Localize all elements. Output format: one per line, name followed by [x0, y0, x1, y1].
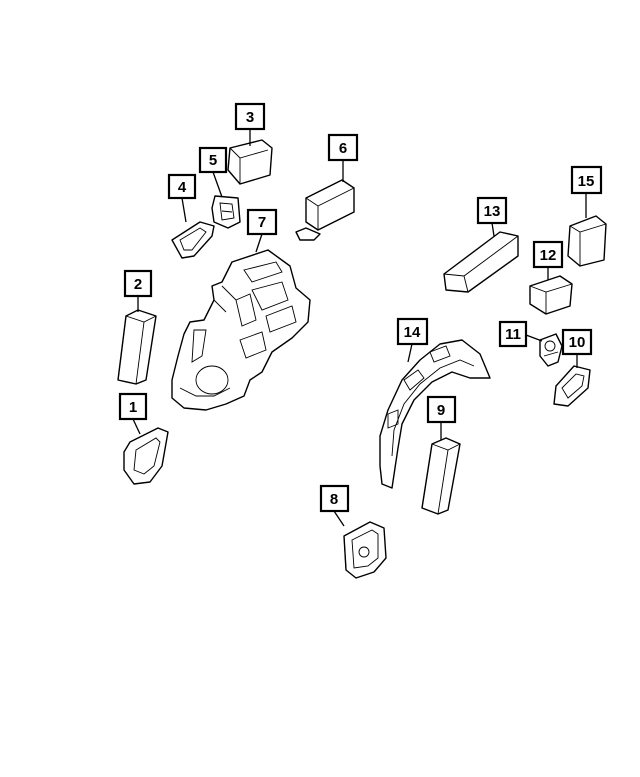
- callout-7: 7: [246, 208, 278, 236]
- part-7-body-panel: [171, 249, 311, 411]
- callout-label: 10: [569, 334, 586, 351]
- part-13-foam-block: [443, 231, 519, 293]
- leader-4: [181, 197, 187, 223]
- leader-13: [491, 222, 495, 237]
- leader-11: [525, 334, 543, 342]
- callout-label: 4: [178, 179, 187, 196]
- leader-8: [333, 510, 345, 527]
- part-6-pad: [295, 179, 355, 241]
- part-12-foam-cube: [529, 275, 573, 315]
- callout-10: 10: [561, 328, 593, 356]
- callout-label: 2: [134, 276, 142, 293]
- callout-2: 2: [123, 269, 153, 298]
- callout-13: 13: [476, 196, 508, 225]
- part-15-foam-cube: [567, 215, 607, 267]
- part-2-foam-strip: [117, 309, 157, 385]
- callout-6: 6: [327, 133, 359, 162]
- callout-label: 5: [209, 152, 217, 169]
- callout-label: 15: [578, 173, 595, 190]
- part-3-foam-block: [227, 139, 273, 185]
- callout-4: 4: [167, 173, 197, 200]
- callout-label: 7: [258, 214, 266, 231]
- callout-label: 9: [437, 402, 445, 419]
- callout-label: 12: [540, 247, 557, 264]
- part-10-seal: [553, 365, 591, 407]
- callout-label: 13: [484, 203, 501, 220]
- callout-12: 12: [532, 240, 564, 269]
- part-11-clip: [539, 333, 563, 367]
- leader-1: [132, 418, 141, 435]
- callout-label: 8: [330, 491, 338, 508]
- callout-label: 14: [404, 324, 421, 341]
- part-4-seal: [171, 221, 215, 259]
- callout-15: 15: [570, 165, 603, 195]
- leader-14: [407, 343, 413, 363]
- callout-label: 6: [339, 140, 347, 157]
- callout-11: 11: [498, 320, 528, 348]
- part-8-cover: [343, 521, 387, 579]
- part-1-gasket: [123, 427, 169, 485]
- callout-5: 5: [198, 146, 228, 174]
- callout-14: 14: [396, 317, 429, 346]
- callout-9: 9: [426, 395, 457, 424]
- callout-8: 8: [319, 484, 350, 513]
- leader-5: [212, 171, 223, 198]
- callout-label: 3: [246, 109, 254, 126]
- leader-lines: [132, 129, 587, 527]
- callout-1: 1: [118, 392, 148, 421]
- leader-7: [255, 233, 263, 253]
- part-9-foam-strip: [421, 437, 461, 515]
- callout-3: 3: [234, 102, 266, 131]
- callout-label: 1: [129, 399, 137, 416]
- part-14-wheelhouse-panel: [379, 339, 491, 489]
- part-5-bracket: [211, 195, 241, 229]
- callout-label: 11: [505, 326, 521, 343]
